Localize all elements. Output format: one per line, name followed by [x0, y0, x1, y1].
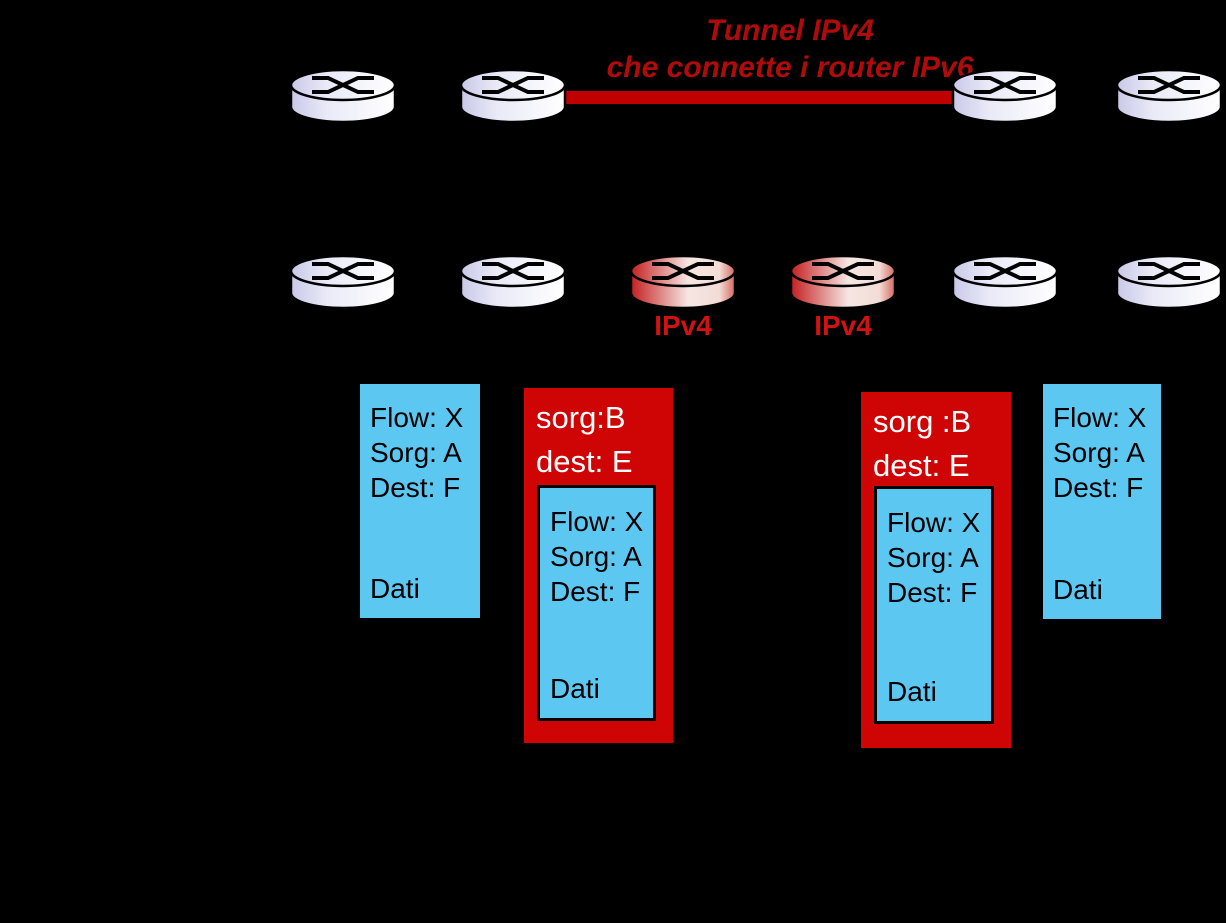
- outer-dest-field: dest: E: [536, 444, 633, 479]
- ipv4-encapsulated-packet: sorg :B dest: E Flow: X Sorg: A Dest: F …: [861, 392, 1011, 748]
- outer-ipv4-header: sorg:B dest: E: [524, 388, 673, 484]
- packet-field: Flow: X: [1053, 402, 1147, 433]
- outer-ipv4-header: sorg :B dest: E: [861, 392, 1011, 488]
- packet-field: Dest: F: [887, 577, 978, 608]
- ipv4-router-label: IPv4: [654, 310, 712, 341]
- inner-ipv6-packet: Flow: X Sorg: A Dest: F Dati: [537, 485, 656, 721]
- outer-sorg-field: sorg:B: [536, 400, 626, 435]
- tunnel-title: Tunnel IPv4 che connette i router IPv6: [540, 12, 1040, 86]
- tunnel-title-line1: Tunnel IPv4: [706, 14, 874, 47]
- packet-field: Flow: X: [550, 506, 644, 537]
- router-icon: [948, 66, 1062, 126]
- packet-field: Sorg: A: [1053, 437, 1145, 468]
- ipv6-packet: Flow: X Sorg: A Dest: F Dati: [360, 384, 480, 618]
- packet-field: Dest: F: [370, 472, 461, 503]
- router-icon: [286, 252, 400, 312]
- packet-field: Sorg: A: [370, 437, 462, 468]
- packet-payload: Dati: [1053, 574, 1103, 605]
- packet-field: Dest: F: [550, 576, 641, 607]
- router-icon: [1112, 252, 1226, 312]
- ipv4-router-icon: [626, 252, 740, 312]
- packet-payload: Dati: [887, 676, 937, 707]
- ipv6-packet: Flow: X Sorg: A Dest: F Dati: [1043, 384, 1161, 619]
- router-icon: [948, 252, 1062, 312]
- outer-sorg-field: sorg :B: [873, 404, 972, 439]
- router-icon: [286, 66, 400, 126]
- inner-ipv6-packet: Flow: X Sorg: A Dest: F Dati: [874, 486, 994, 724]
- tunnel-title-line2: che connette i router IPv6: [606, 51, 974, 84]
- ipv4-router-icon: [786, 252, 900, 312]
- router-icon: [1112, 66, 1226, 126]
- packet-field: Sorg: A: [887, 542, 979, 573]
- packet-payload: Dati: [550, 673, 600, 704]
- outer-dest-field: dest: E: [873, 448, 970, 483]
- packet-payload: Dati: [370, 573, 420, 604]
- packet-field: Flow: X: [370, 402, 464, 433]
- router-icon: [456, 66, 570, 126]
- router-icon: [456, 252, 570, 312]
- packet-field: Sorg: A: [550, 541, 642, 572]
- packet-field: Dest: F: [1053, 472, 1144, 503]
- ipv4-encapsulated-packet: sorg:B dest: E Flow: X Sorg: A Dest: F D…: [524, 388, 673, 743]
- ipv4-router-label: IPv4: [814, 310, 872, 341]
- ipv4-tunnel-link: [566, 91, 954, 104]
- packet-field: Flow: X: [887, 507, 981, 538]
